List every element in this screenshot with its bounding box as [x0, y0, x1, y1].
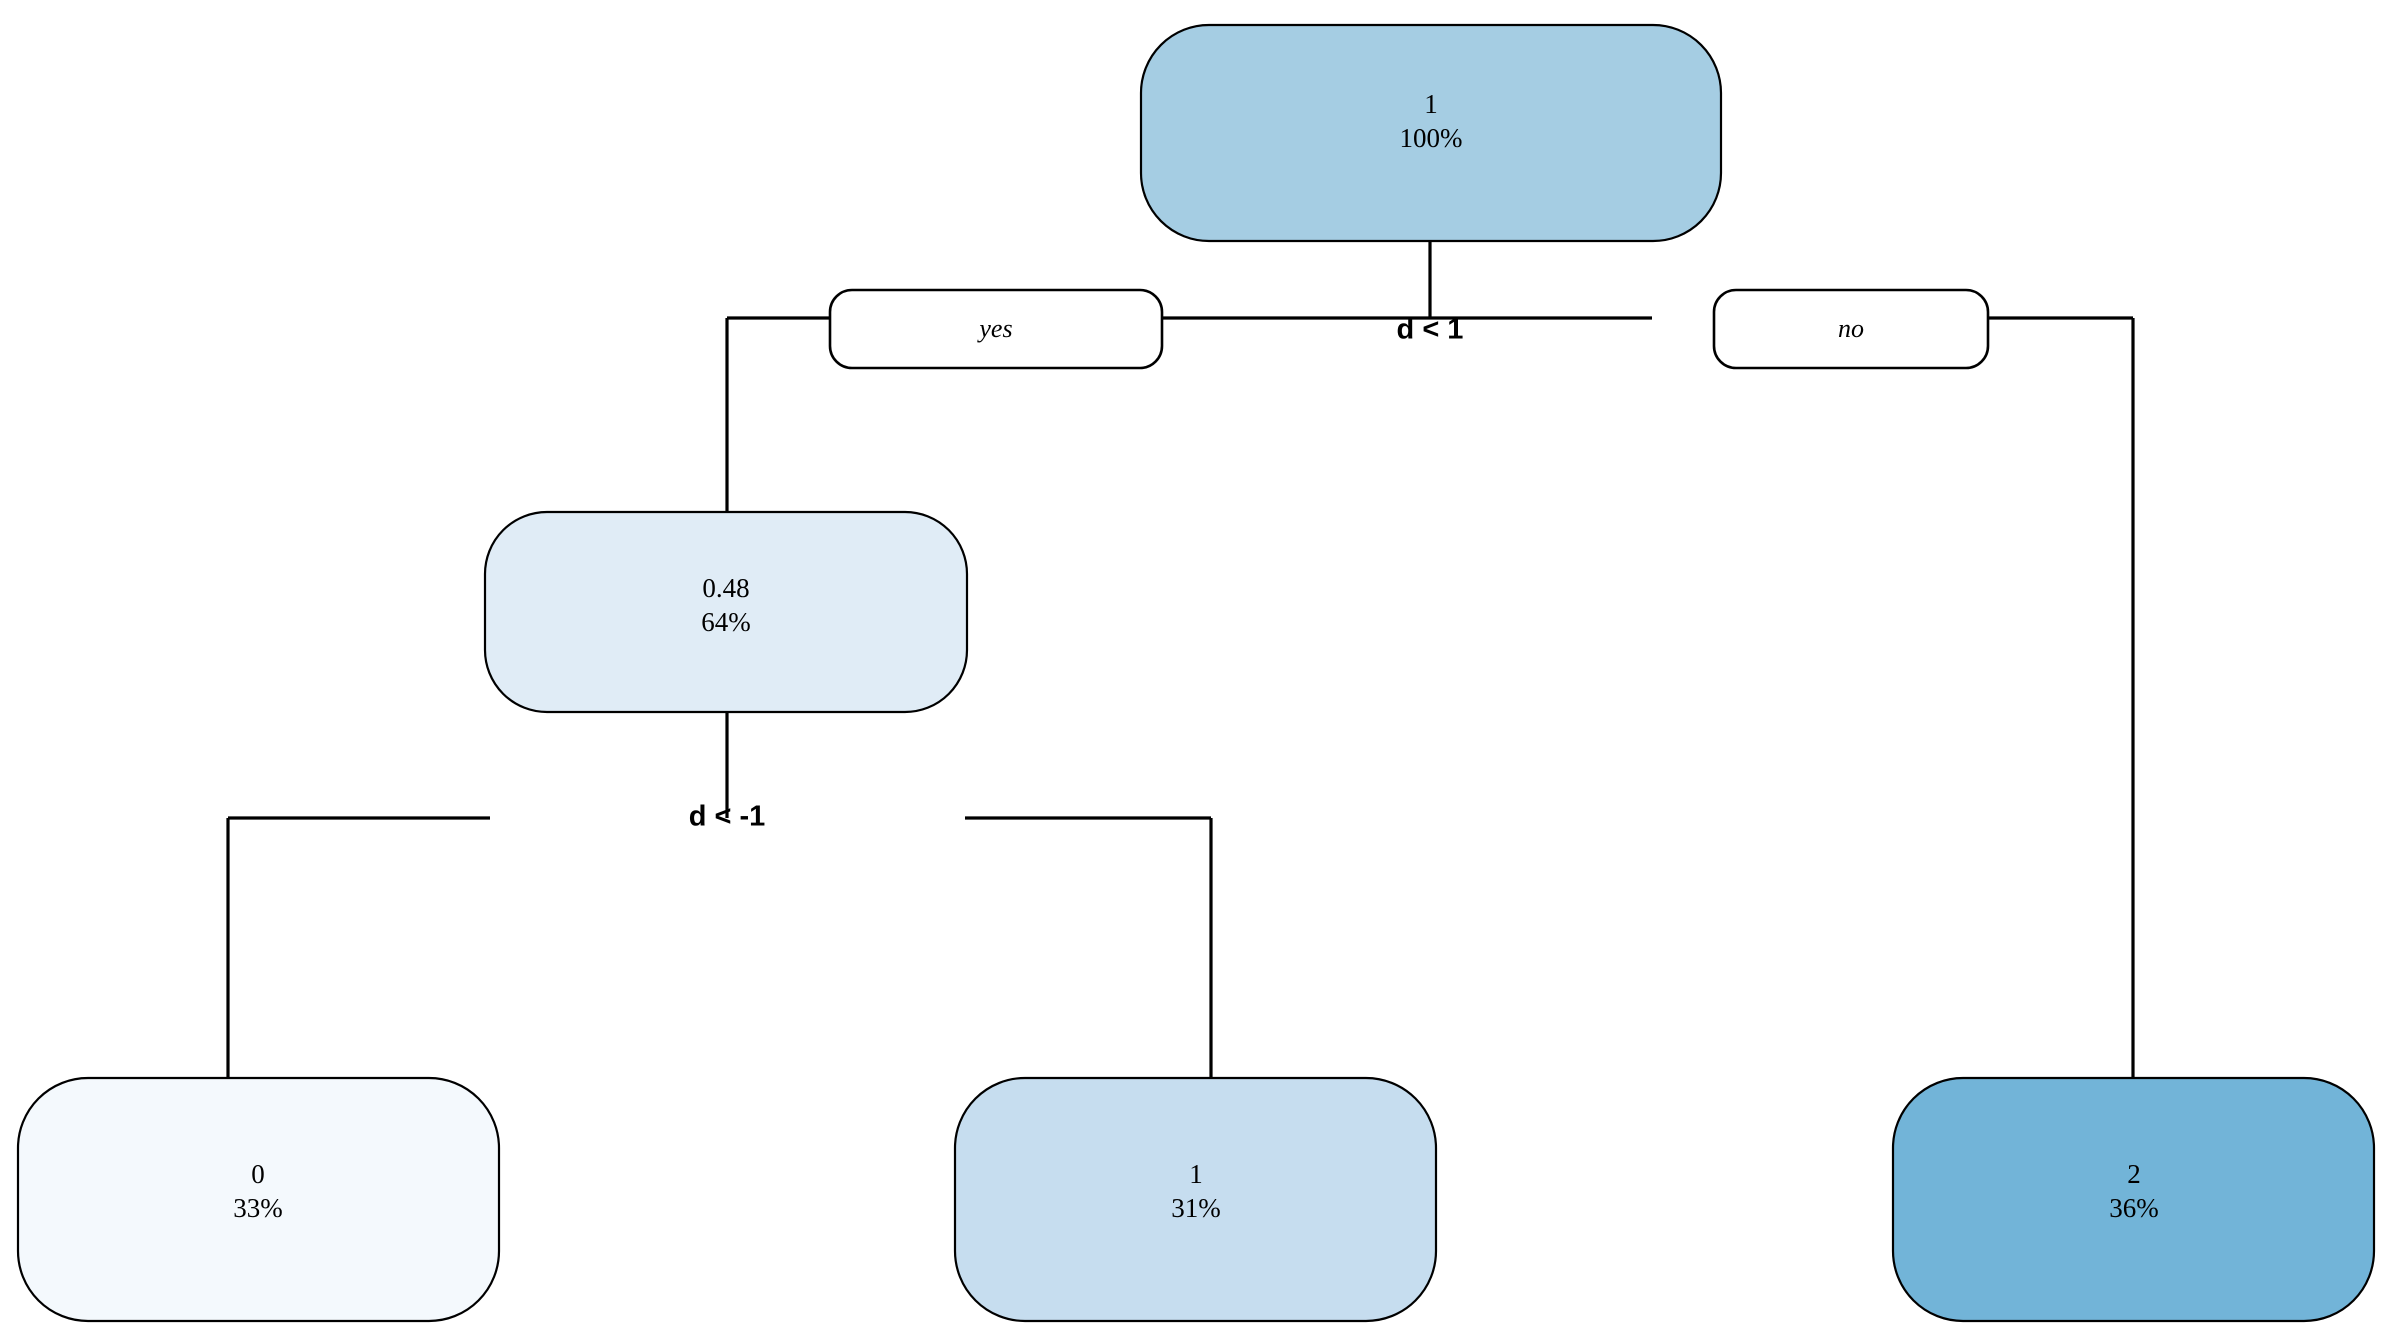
split-left-group: d < -1 — [689, 801, 766, 833]
edge-group — [226, 241, 2135, 1078]
node-leaf-right-class: 2 — [2127, 1159, 2141, 1189]
node-root-shape — [1139, 23, 1723, 243]
node-leaf-mid-shape — [953, 1076, 1438, 1323]
node-root-class: 1 — [1424, 89, 1438, 119]
node-leaf-right[interactable]: 2 36% — [1891, 1076, 2376, 1323]
node-leaf-left-percent: 33% — [233, 1193, 283, 1223]
split-root-condition: d < 1 — [1397, 314, 1464, 346]
node-leaf-right-percent: 36% — [2109, 1193, 2159, 1223]
node-left-internal-percent: 64% — [701, 607, 751, 637]
node-root[interactable]: 1 100% — [1139, 23, 1723, 243]
split-left-condition: d < -1 — [689, 801, 766, 833]
no-answer-label: no — [1838, 314, 1864, 343]
node-leaf-left-class: 0 — [251, 1159, 265, 1189]
yes-answer-label: yes — [976, 314, 1012, 343]
node-root-percent: 100% — [1400, 123, 1463, 153]
no-answer-box[interactable] — [1712, 288, 1990, 370]
node-leaf-mid-percent: 31% — [1171, 1193, 1221, 1223]
node-leaf-left[interactable]: 0 33% — [16, 1076, 501, 1323]
node-leaf-mid-class: 1 — [1189, 1159, 1203, 1189]
node-leaf-right-shape — [1891, 1076, 2376, 1323]
split-root-group: yes d < 1 no — [828, 288, 1990, 370]
yes-answer-box[interactable] — [828, 288, 1164, 370]
node-leaf-left-shape — [16, 1076, 501, 1323]
node-left-internal-class: 0.48 — [702, 573, 749, 603]
node-left-internal[interactable]: 0.48 64% — [483, 510, 969, 714]
node-left-internal-shape — [483, 510, 969, 714]
node-leaf-mid[interactable]: 1 31% — [953, 1076, 1438, 1323]
